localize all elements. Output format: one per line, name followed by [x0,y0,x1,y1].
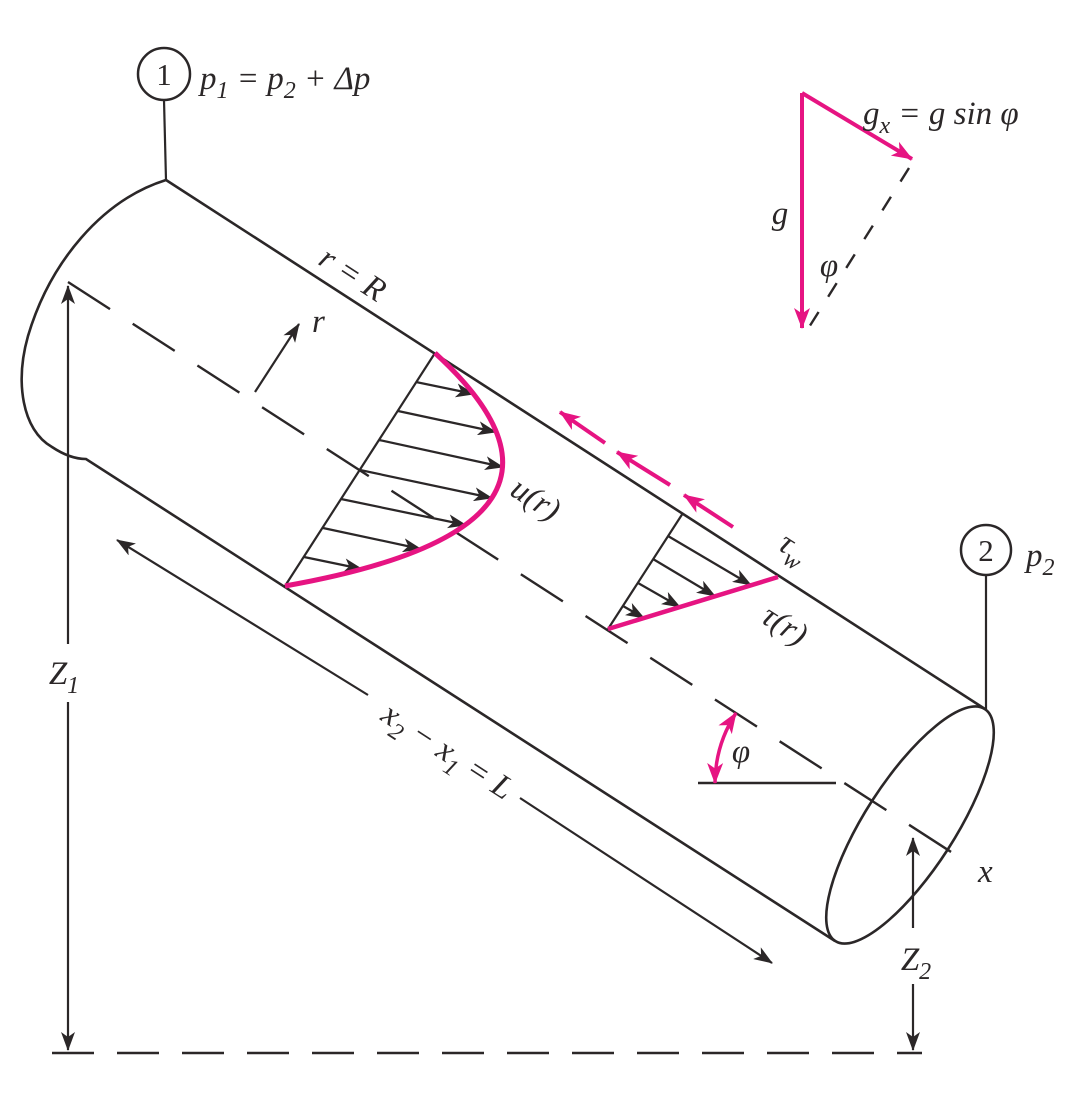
wall-shear-direction-arrows [558,410,735,529]
gravity-angle-label: φ [820,248,838,284]
velocity-arrow [378,438,504,471]
velocity-arrow [397,409,497,436]
wall-radius-label: r = R [313,240,393,309]
velocity-arrow [340,497,467,529]
gravity-axial-component-arrow [800,91,914,161]
radial-axis-label: r [312,304,325,340]
gravity-vector-label: g [772,196,789,232]
wall-shear-label: τw [768,525,815,576]
velocity-profile-datum-line [284,352,436,587]
pipe-top-wall-line [165,178,986,711]
length-dimension-right-arrow [519,797,773,964]
incline-angle-arc-arrow [707,712,738,784]
shear-profile-datum-line [607,512,684,630]
velocity-profile-label: u(r) [504,471,567,529]
incline-angle: φ [698,712,836,785]
station-1: 1 p1 = p2 + Δp [136,46,370,181]
gravity-axial-component-label: gx = g sin φ [863,96,1019,139]
shear-arrow [622,602,645,619]
z1-label: Z1 [49,656,79,699]
station-2: 2 p2 [959,523,1055,709]
station-1-circle [136,46,192,102]
pipe-left-cap-and-bottom-wall [20,178,836,943]
velocity-arrow [303,555,363,573]
length-dimension-label: x2 − x1 = L [370,695,519,813]
wall-shear-dash-arrow [615,450,672,487]
shear-arrow [637,582,681,608]
velocity-parabola-curve [284,351,506,589]
shear-arrow [652,558,716,597]
pipe-body: x r = R [20,178,996,945]
shear-distribution-label: τ(r) [755,598,814,654]
z2-label: Z2 [901,942,931,985]
elevation-z2: Z2 [901,837,931,1051]
pipe-centerline-dashed [67,280,963,861]
incline-angle-label: φ [732,734,750,770]
shear-profile-hypotenuse [607,574,779,632]
length-dimension-left-arrow [116,539,369,696]
station-2-circle [959,523,1013,577]
wall-shear-dash-arrow [682,493,735,529]
shear-arrow [667,535,752,586]
velocity-arrow [322,526,422,553]
shear-stress-profile: τw τ(r) [607,512,815,654]
station-2-number: 2 [978,533,994,568]
station-1-stem-line [162,99,168,181]
radial-axis: r [254,304,325,393]
elevation-z1: Z1 [49,285,79,1051]
station-2-pressure-label: p2 [1024,538,1055,581]
gravity-vector-diagram: g gx = g sin φ φ [772,91,1019,333]
velocity-arrow [415,380,475,398]
station-1-number: 1 [156,57,172,92]
velocity-arrow [359,468,493,502]
axial-coordinate-label: x [977,854,993,890]
station-1-pressure-label: p1 = p2 + Δp [198,61,370,104]
wall-shear-dash-arrow [558,410,607,445]
velocity-profile: u(r) [284,351,567,589]
radial-axis-arrow [254,323,300,393]
